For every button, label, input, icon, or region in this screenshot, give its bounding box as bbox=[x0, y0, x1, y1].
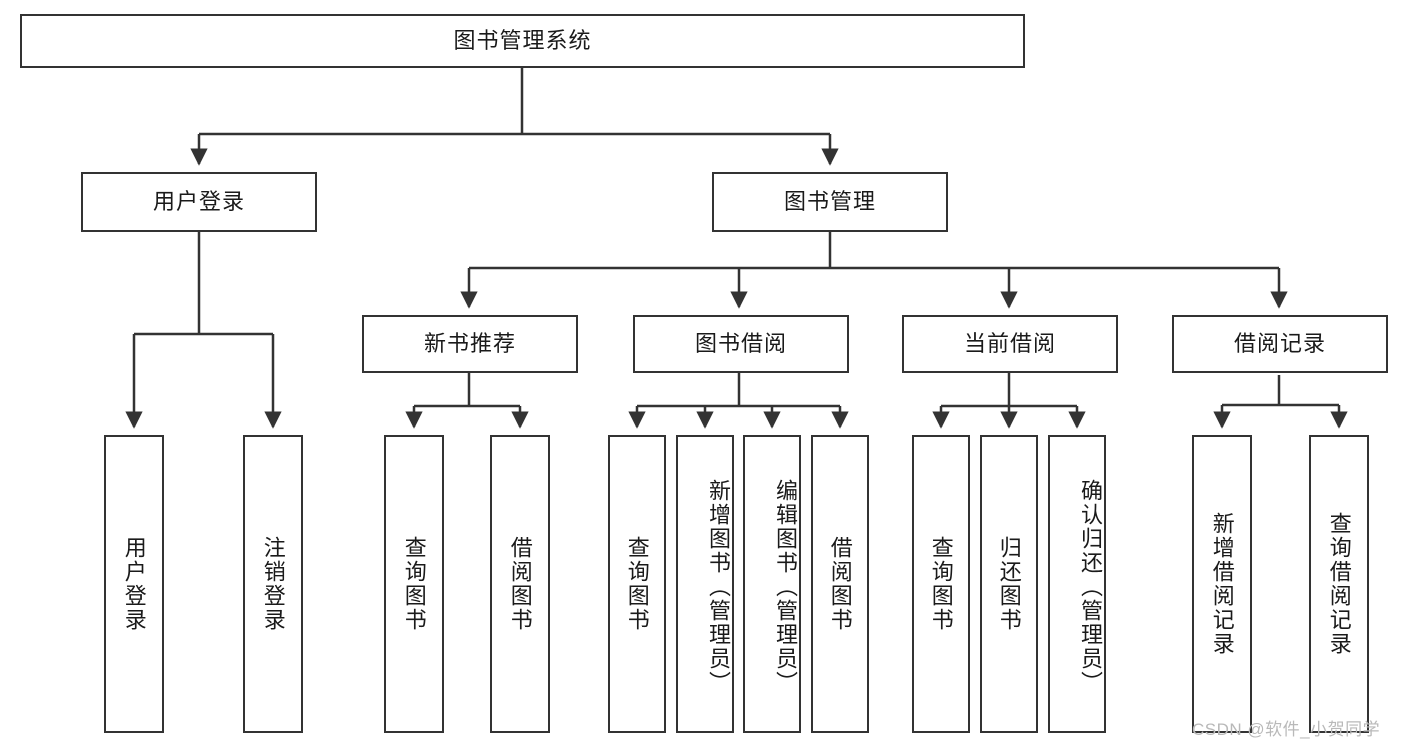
node-label: 用户登录 bbox=[152, 188, 245, 214]
node-leaf-add-borrow-record[interactable]: 新增借阅记录 bbox=[1192, 435, 1252, 733]
node-label: 新增借阅记录 bbox=[1209, 512, 1235, 656]
node-current-borrow[interactable]: 当前借阅 bbox=[902, 315, 1118, 373]
node-leaf-logout-login[interactable]: 注销登录 bbox=[243, 435, 303, 733]
node-leaf-confirm-return-admin[interactable]: 确认归还（管理员） bbox=[1048, 435, 1106, 733]
node-leaf-user-login[interactable]: 用户登录 bbox=[104, 435, 164, 733]
node-borrow-record[interactable]: 借阅记录 bbox=[1172, 315, 1388, 373]
node-leaf-return-book[interactable]: 归还图书 bbox=[980, 435, 1038, 733]
node-label: 编辑图书（管理员） bbox=[773, 479, 798, 695]
node-leaf-query-book-1[interactable]: 查询图书 bbox=[384, 435, 444, 733]
node-label: 图书管理 bbox=[783, 188, 876, 214]
node-label: 查询借阅记录 bbox=[1326, 512, 1352, 656]
node-new-book-recommend[interactable]: 新书推荐 bbox=[362, 315, 578, 373]
node-user-login[interactable]: 用户登录 bbox=[81, 172, 317, 232]
node-book-management-system[interactable]: 图书管理系统 bbox=[20, 14, 1025, 68]
node-label: 图书管理系统 bbox=[453, 27, 592, 53]
node-book-manage[interactable]: 图书管理 bbox=[712, 172, 948, 232]
node-leaf-query-book-2[interactable]: 查询图书 bbox=[608, 435, 666, 733]
node-label: 查询图书 bbox=[624, 536, 650, 632]
node-label: 当前借阅 bbox=[963, 330, 1056, 356]
node-label: 注销登录 bbox=[260, 536, 286, 632]
node-label: 归还图书 bbox=[996, 536, 1022, 632]
node-book-borrow[interactable]: 图书借阅 bbox=[633, 315, 849, 373]
node-leaf-borrow-book-1[interactable]: 借阅图书 bbox=[490, 435, 550, 733]
node-leaf-query-book-3[interactable]: 查询图书 bbox=[912, 435, 970, 733]
node-label: 查询图书 bbox=[928, 536, 954, 632]
node-label: 借阅图书 bbox=[827, 536, 853, 632]
csdn-watermark: CSDN @软件_小贺同学 bbox=[1192, 720, 1381, 739]
node-leaf-query-borrow-record[interactable]: 查询借阅记录 bbox=[1309, 435, 1369, 733]
node-label: 查询图书 bbox=[401, 536, 427, 632]
node-label: 用户登录 bbox=[121, 536, 147, 632]
node-label: 新书推荐 bbox=[423, 330, 516, 356]
node-label: 图书借阅 bbox=[694, 330, 787, 356]
node-leaf-borrow-book-2[interactable]: 借阅图书 bbox=[811, 435, 869, 733]
node-leaf-edit-book-admin[interactable]: 编辑图书（管理员） bbox=[743, 435, 801, 733]
node-label: 借阅图书 bbox=[507, 536, 533, 632]
node-label: 借阅记录 bbox=[1233, 330, 1326, 356]
node-leaf-add-book-admin[interactable]: 新增图书（管理员） bbox=[676, 435, 734, 733]
node-label: 确认归还（管理员） bbox=[1078, 479, 1103, 695]
node-label: 新增图书（管理员） bbox=[706, 479, 731, 695]
